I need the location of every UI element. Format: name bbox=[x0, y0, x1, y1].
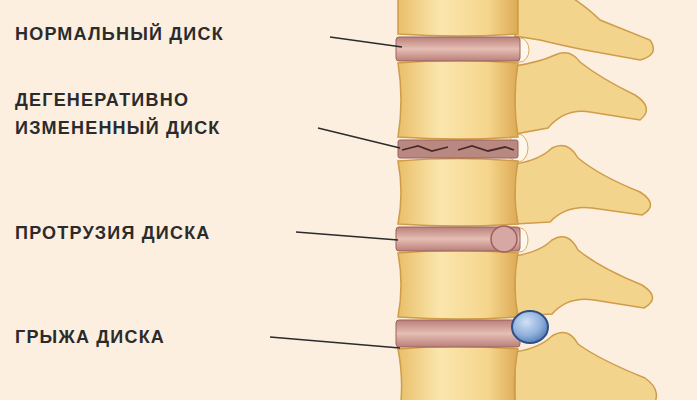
protrusion bbox=[491, 226, 517, 252]
disc-label: ДЕГЕНЕРАТИВНО ИЗМЕНЕННЫЙ ДИСК bbox=[15, 86, 305, 142]
disc-label: НОРМАЛЬНЫЙ ДИСК bbox=[15, 20, 315, 48]
leader-line bbox=[270, 37, 402, 348]
disc-label: ГРЫЖА ДИСКА bbox=[15, 323, 265, 351]
disc-label: ПРОТРУЗИЯ ДИСКА bbox=[15, 219, 295, 247]
disc-cracks bbox=[402, 146, 514, 151]
hernia bbox=[512, 311, 548, 343]
disc bbox=[396, 37, 520, 347]
